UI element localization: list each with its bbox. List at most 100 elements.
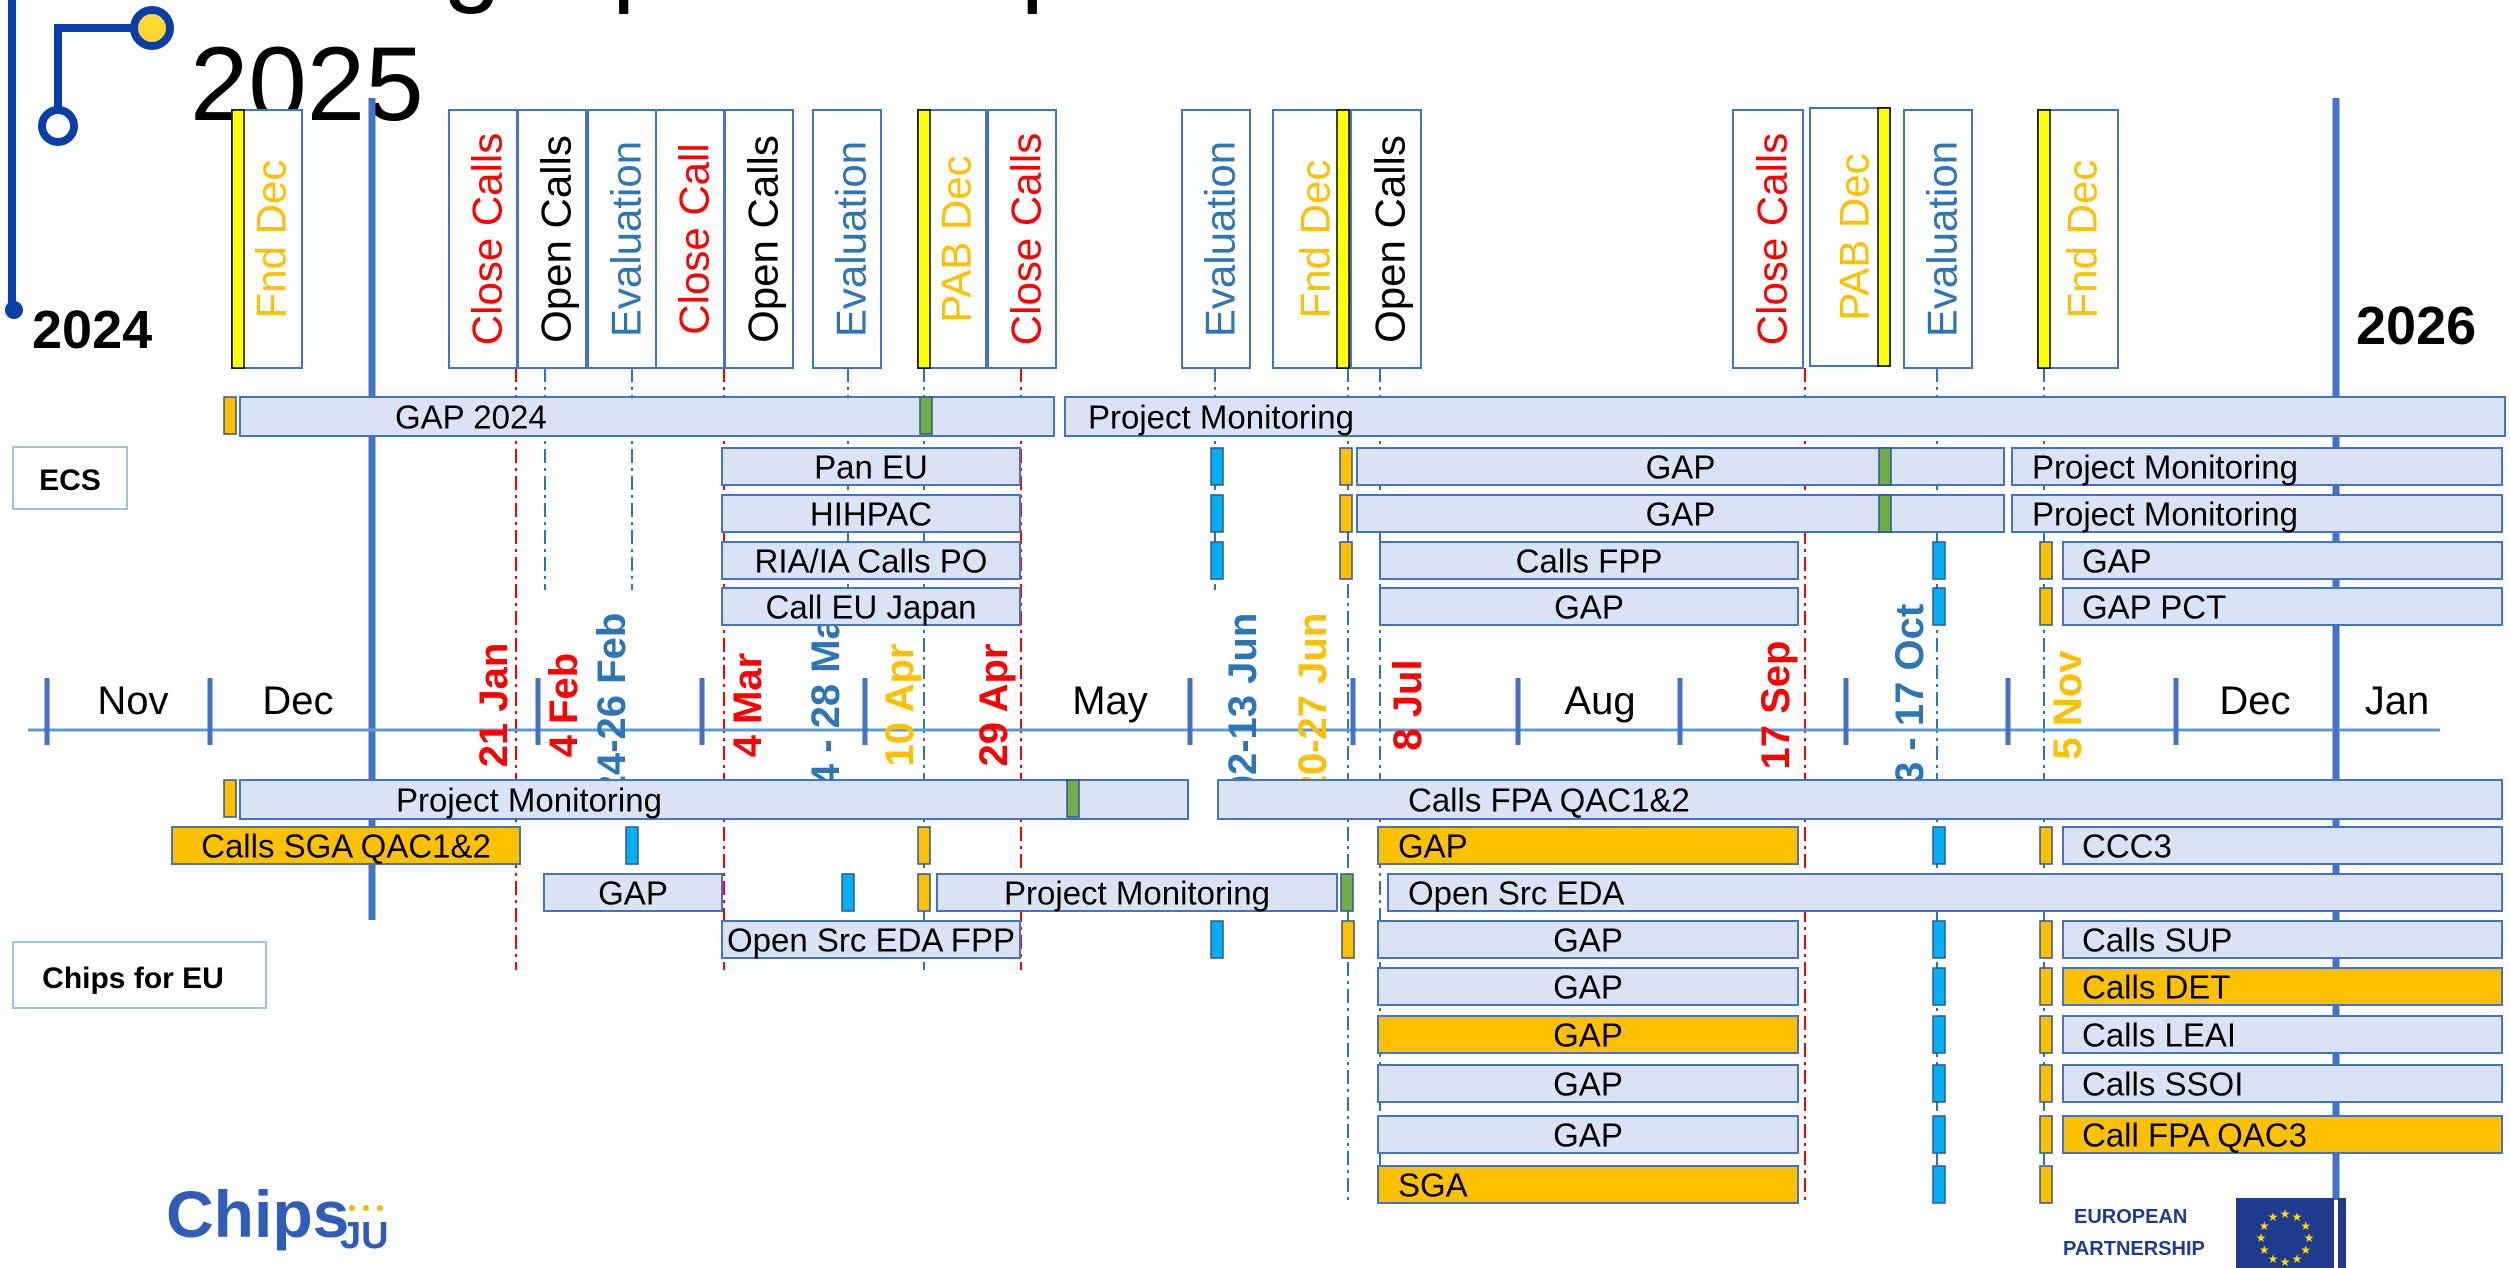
milestone-box-frame	[812, 109, 882, 369]
marker-accent-orange-11	[2039, 541, 2053, 580]
date-label-17-sep: 17 Sep	[1754, 641, 1798, 770]
month-label-nov: Nov	[97, 679, 168, 723]
activity-bar-hihpac: HIHPAC	[721, 494, 1021, 533]
activity-bar-label-call-eu-japan: Call EU Japan	[766, 589, 977, 626]
activity-bar-rect	[936, 873, 1338, 912]
activity-bar-label-sga: SGA	[1398, 1167, 1468, 1204]
activity-bar-label-gap: GAP	[1553, 922, 1623, 959]
european-partnership-logo: EUROPEAN PARTNERSHIP ★★★★★★★★★★★★	[2063, 1198, 2346, 1268]
activity-bar-calls-det: Calls DET	[2062, 967, 2503, 1006]
activity-bar-label-gap: GAP	[1646, 496, 1716, 533]
title-line1: Timing Operation plan	[190, 0, 1219, 15]
marker-marker-blue-33	[1932, 1115, 1946, 1154]
marker-marker-blue-8	[1210, 541, 1224, 580]
marker-marker-blue-20	[841, 873, 855, 912]
activity-bar-rect	[2011, 494, 2503, 533]
activity-bar-rect	[1377, 1165, 1799, 1204]
activity-bar-calls-leai: Calls LEAI	[2062, 1015, 2503, 1054]
activity-bar-calls-sup: Calls SUP	[2062, 920, 2503, 959]
activity-bar-label-calls-fpp: Calls FPP	[1516, 543, 1663, 580]
date-label-4-feb: 4 Feb	[542, 653, 586, 757]
month-label-dec: Dec	[262, 679, 333, 723]
marker-marker-green-4	[1878, 447, 1892, 486]
marker-marker-green-7	[1878, 494, 1892, 533]
milestone-stripe	[917, 109, 931, 369]
activity-bar-gap: GAP	[1377, 826, 1799, 865]
marker-marker-blue-10	[1932, 541, 1946, 580]
section-box-ecs	[12, 446, 128, 510]
activity-bar-rect	[2062, 1115, 2503, 1154]
activity-bar-rect	[1356, 447, 2005, 486]
activity-bar-label-hihpac: HIHPAC	[810, 496, 932, 533]
activity-bar-sga: SGA	[1377, 1165, 1799, 1204]
milestone-label-evaluation: Evaluation	[828, 141, 875, 337]
eu-star-icon: ★	[2256, 1231, 2267, 1245]
activity-bar-rect	[721, 920, 1021, 959]
marker-accent-orange-28	[2039, 967, 2053, 1006]
milestone-label-evaluation: Evaluation	[1919, 141, 1966, 337]
milestone-box-frame	[987, 109, 1057, 369]
activity-bar-label-project-monitoring: Project Monitoring	[1004, 875, 1270, 912]
milestone-box-pab-dec: PAB Dec	[1809, 107, 1891, 367]
section-label-chips-for-eu: Chips for EU	[42, 962, 224, 995]
activity-bar-label-gap: GAP	[1398, 828, 1468, 865]
eu-star-icon: ★	[2280, 1255, 2291, 1268]
activity-bar-rect	[1377, 1064, 1799, 1103]
marker-marker-blue-25	[1932, 920, 1946, 959]
milestone-stripe	[231, 109, 245, 369]
activity-bar-label-gap: GAP	[2082, 543, 2152, 580]
marker-accent-orange-0	[223, 396, 237, 435]
activity-bar-rect	[1379, 541, 1799, 580]
marker-marker-blue-35	[1932, 1165, 1946, 1204]
milestone-box-frame	[517, 109, 587, 369]
activity-bar-rect	[1387, 873, 2503, 912]
milestone-box-close-calls: Close Calls	[987, 109, 1057, 369]
activity-bar-label-gap: GAP	[1553, 1017, 1623, 1054]
activity-bar-label-gap: GAP	[1553, 969, 1623, 1006]
marker-accent-orange-9	[1339, 541, 1353, 580]
activity-bar-rect	[2062, 1064, 2503, 1103]
month-label-dec: Dec	[2219, 679, 2290, 723]
month-label-may: May	[1072, 679, 1148, 723]
activity-bar-label-gap: GAP	[1553, 1117, 1623, 1154]
marker-accent-orange-17	[917, 826, 931, 865]
marker-marker-blue-5	[1210, 494, 1224, 533]
eu-star-icon: ★	[2300, 1219, 2311, 1233]
section-box-chips-for-eu	[12, 941, 267, 1009]
activity-bar-open-src-eda-fpp: Open Src EDA FPP	[721, 920, 1021, 959]
activity-bar-gap-2024: GAP 2024	[239, 396, 1055, 437]
marker-accent-orange-24	[1341, 920, 1355, 959]
marker-accent-orange-19	[2039, 826, 2053, 865]
activity-bar-label-gap: GAP	[1553, 1066, 1623, 1103]
marker-marker-green-1	[919, 396, 933, 435]
milestone-box-open-calls: Open Calls	[724, 109, 794, 369]
milestone-label-fnd-dec: Fnd Dec	[248, 160, 295, 319]
activity-bar-gap: GAP	[1356, 494, 2005, 533]
milestone-box-evaluation: Evaluation	[1903, 109, 1973, 369]
activity-bar-rect	[239, 779, 1189, 820]
marker-marker-green-15	[1066, 779, 1080, 818]
milestone-box-pab-dec: PAB Dec	[917, 109, 987, 369]
activity-bar-calls-fpp: Calls FPP	[1379, 541, 1799, 580]
milestone-box-frame	[1350, 109, 1422, 369]
eu-partnership-line2: PARTNERSHIP	[2063, 1238, 2205, 1260]
activity-bar-gap: GAP	[2062, 541, 2503, 580]
activity-bar-project-monitoring: Project Monitoring	[1064, 396, 2506, 437]
eu-star-icon: ★	[2292, 1210, 2303, 1224]
activity-bar-ccc3: CCC3	[2062, 826, 2503, 865]
marker-accent-orange-32	[2039, 1064, 2053, 1103]
activity-bar-label-calls-sup: Calls SUP	[2082, 922, 2232, 959]
milestone-box-evaluation: Evaluation	[812, 109, 882, 369]
date-label-5-nov: 5 Nov	[2046, 650, 2090, 760]
activity-bar-calls-fpa-qac1-2: Calls FPA QAC1&2	[1217, 779, 2503, 820]
activity-bar-gap: GAP	[543, 873, 723, 912]
milestone-box-evaluation: Evaluation	[1181, 109, 1251, 369]
milestone-box-frame	[655, 109, 725, 369]
activity-bar-rect	[1377, 1015, 1799, 1054]
milestone-box-frame	[2037, 109, 2119, 369]
section-label-ecs: ECS	[39, 464, 101, 497]
marker-accent-orange-21	[917, 873, 931, 912]
